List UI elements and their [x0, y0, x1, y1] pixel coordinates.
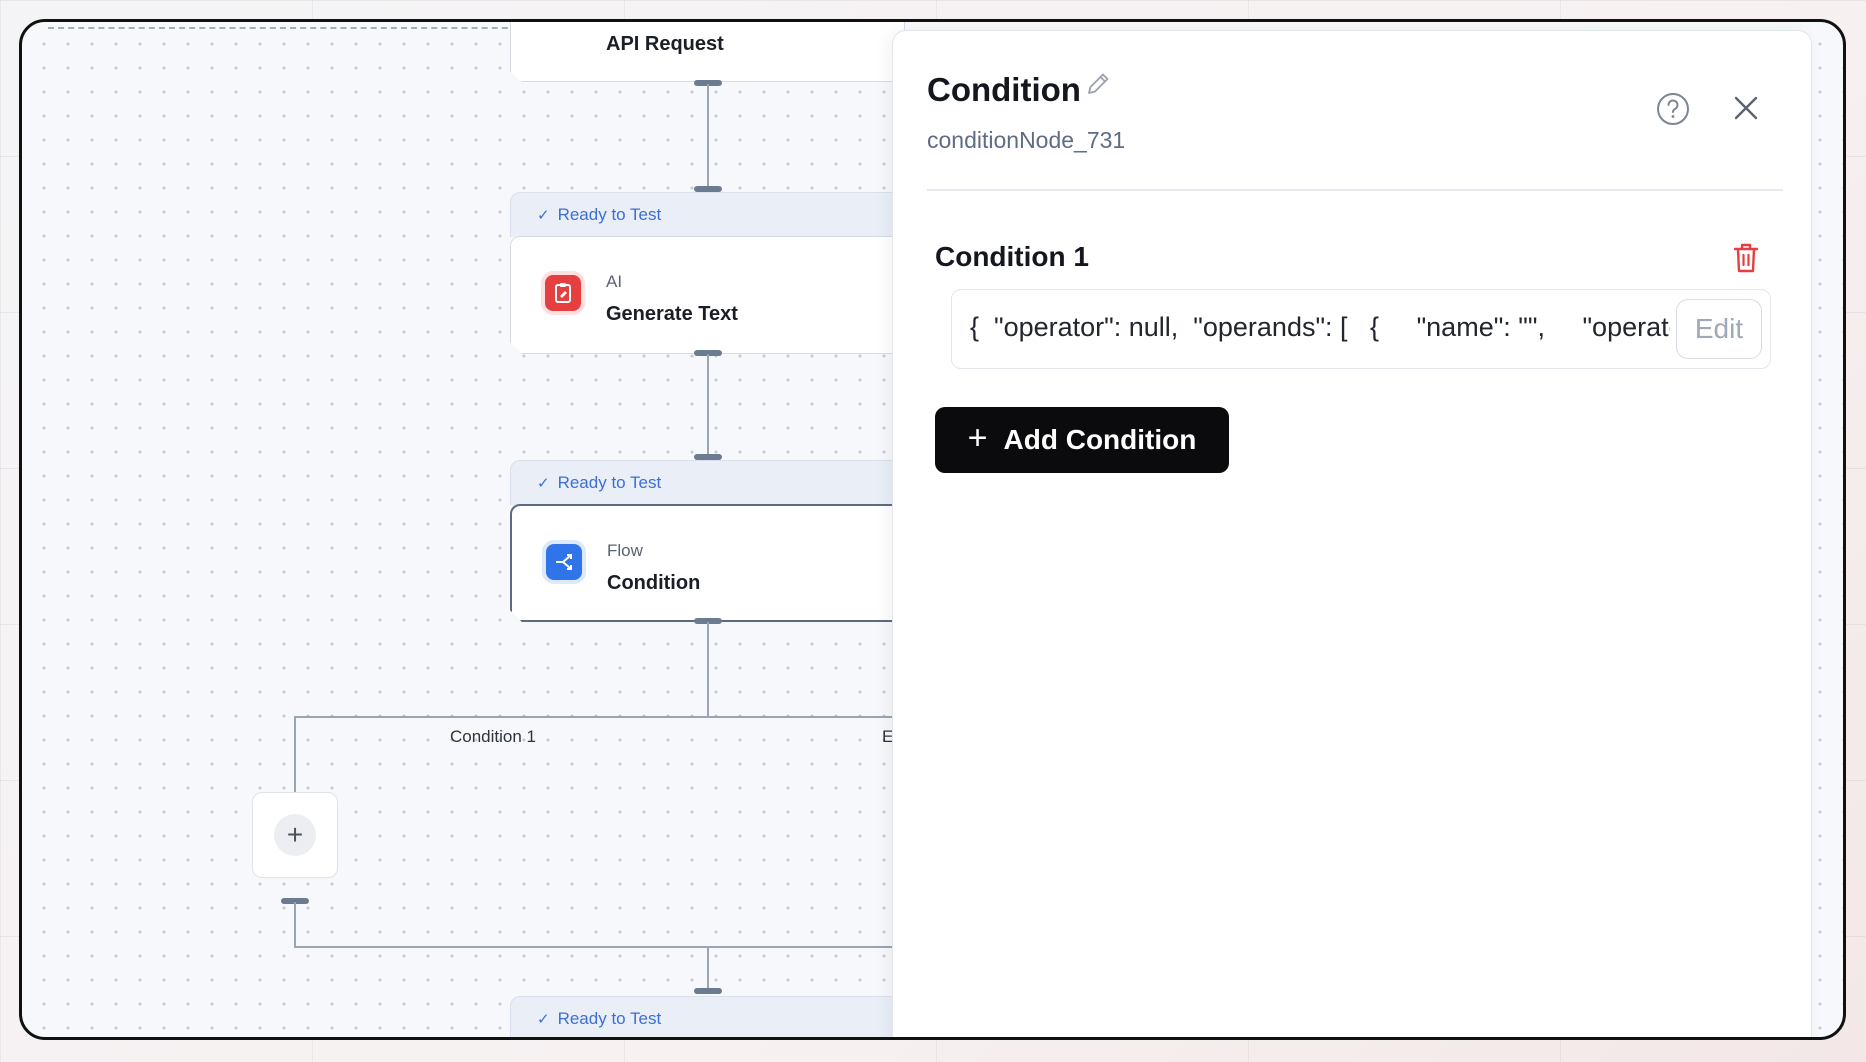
condition-expression-field[interactable]: { "operator": null, "operands": [ { "nam… [951, 289, 1771, 369]
status-text: Ready to Test [557, 205, 662, 224]
output-port[interactable] [281, 898, 309, 904]
branch-label-else: E [882, 727, 894, 746]
app-frame: API Request ✓ Ready to Test AI Generate … [19, 19, 1846, 1040]
check-icon: ✓ [537, 1011, 550, 1028]
ai-text-icon [545, 275, 581, 311]
divider [927, 189, 1783, 191]
output-port[interactable] [694, 80, 722, 86]
node-title: API Request [606, 33, 724, 55]
node-status-bar: ✓ Ready to Test [510, 460, 905, 505]
status-text: Ready to Test [557, 473, 662, 492]
node-category: AI [606, 272, 623, 291]
workflow-canvas[interactable]: API Request ✓ Ready to Test AI Generate … [22, 22, 924, 1037]
merge-edge [294, 946, 924, 948]
edge [707, 84, 709, 190]
pencil-icon[interactable] [1083, 69, 1113, 99]
edge [707, 622, 709, 718]
branch-label-condition-1: Condition 1 [450, 727, 537, 746]
input-port[interactable] [694, 186, 722, 192]
close-icon[interactable] [1729, 91, 1763, 125]
check-icon: ✓ [537, 207, 550, 224]
edge [707, 354, 709, 458]
panel-title: Condition [927, 71, 1081, 108]
add-condition-button[interactable]: + Add Condition [935, 407, 1229, 473]
node-api-request[interactable]: API Request [510, 22, 905, 82]
input-port[interactable] [694, 454, 722, 460]
node-id: conditionNode_731 [927, 127, 1126, 153]
node-status-bar: ✓ Ready to Test [510, 192, 905, 237]
add-step-node[interactable]: + [252, 792, 338, 878]
edit-button[interactable]: Edit [1676, 299, 1762, 359]
status-text: Ready to Test [557, 1009, 662, 1028]
plus-icon[interactable]: + [274, 814, 316, 856]
add-condition-label: Add Condition [1003, 424, 1197, 455]
node-condition[interactable]: Flow Condition [510, 504, 905, 622]
node-title: Generate Text [606, 303, 738, 325]
trash-icon[interactable] [1731, 241, 1761, 275]
node-generate-text[interactable]: AI Generate Text [510, 236, 905, 354]
edge [707, 946, 709, 992]
branch-edge [294, 716, 924, 718]
input-port[interactable] [694, 988, 722, 994]
check-icon: ✓ [537, 475, 550, 492]
condition-expression: { "operator": null, "operands": [ { "nam… [970, 312, 1670, 342]
output-port[interactable] [694, 618, 722, 624]
branch-icon [546, 544, 582, 580]
branch-edge [294, 716, 296, 812]
condition-label: Condition 1 [935, 241, 1089, 272]
condition-settings-panel: Condition conditionNode_731 Condition 1 … [892, 30, 1812, 1037]
help-icon[interactable] [1655, 91, 1691, 127]
plus-icon: + [967, 418, 988, 457]
dashed-connector [48, 27, 528, 29]
node-category: Flow [607, 541, 643, 560]
output-port[interactable] [694, 350, 722, 356]
edge [294, 902, 296, 948]
node-title: Condition [607, 572, 701, 594]
node-status-bar: ✓ Ready to Test [510, 996, 905, 1037]
